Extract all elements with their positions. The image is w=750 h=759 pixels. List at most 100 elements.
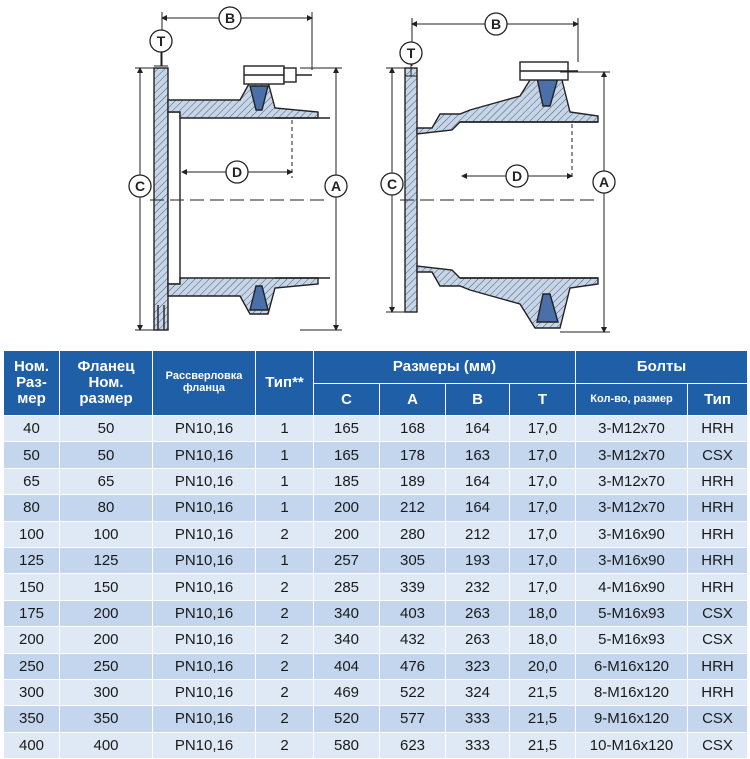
cell-bolt-type: CSX	[686, 599, 749, 628]
header-bolts: Болты	[574, 350, 749, 384]
cell-t: 21,5	[509, 731, 576, 759]
cell-bolt: 3-M12x70	[575, 441, 688, 469]
cell-drilling: PN10,16	[152, 705, 256, 733]
cell-type: 2	[255, 520, 314, 548]
cell-a: 623	[379, 731, 446, 759]
svg-text:D: D	[232, 164, 242, 180]
cell-c: 200	[313, 520, 380, 548]
cell-t: 17,0	[509, 520, 576, 548]
svg-text:T: T	[157, 33, 166, 49]
cell-a: 577	[379, 705, 446, 733]
type-1-dimensions	[135, 12, 342, 331]
cell-nom-size: 125	[3, 546, 60, 575]
cell-flange: 250	[59, 652, 153, 680]
cell-flange: 300	[59, 678, 153, 707]
cell-bolt-type: HRH	[686, 467, 749, 496]
cell-a: 280	[379, 520, 446, 548]
cell-b: 323	[445, 652, 510, 680]
label-d-left: D	[225, 160, 249, 184]
cell-t: 21,5	[509, 705, 576, 733]
label-t-right: T	[399, 41, 423, 65]
cell-bolt: 5-M16x93	[575, 599, 688, 628]
cell-c: 469	[313, 678, 380, 707]
cell-drilling: PN10,16	[152, 494, 256, 522]
cell-b: 232	[445, 573, 510, 601]
label-c-left: C	[128, 174, 152, 198]
cell-b: 333	[445, 705, 510, 733]
cell-bolt-type: HRH	[686, 652, 749, 680]
svg-text:C: C	[135, 178, 145, 194]
cell-c: 285	[313, 573, 380, 601]
cell-bolt-type: HRH	[686, 414, 749, 443]
cell-drilling: PN10,16	[152, 599, 256, 628]
cell-bolt: 6-M16x120	[575, 652, 688, 680]
cell-c: 165	[313, 414, 380, 443]
cell-c: 165	[313, 441, 380, 469]
cell-type: 1	[255, 414, 314, 443]
cell-drilling: PN10,16	[152, 441, 256, 469]
spec-table: Ном. Раз- мер Фланец Ном. размер Рассвер…	[3, 350, 749, 759]
cell-bolt: 3-M12x70	[575, 467, 688, 496]
cell-t: 18,0	[509, 599, 576, 628]
svg-text:A: A	[331, 178, 341, 194]
cell-drilling: PN10,16	[152, 573, 256, 601]
cell-nom-size: 200	[3, 626, 60, 654]
cell-flange: 100	[59, 520, 153, 548]
cell-drilling: PN10,16	[152, 546, 256, 575]
cell-bolt: 3-M16x90	[575, 546, 688, 575]
cell-nom-size: 40	[3, 414, 60, 443]
cell-bolt: 10-M16x120	[575, 731, 688, 759]
cell-c: 520	[313, 705, 380, 733]
cell-bolt: 5-M16x93	[575, 626, 688, 654]
cell-flange: 350	[59, 705, 153, 733]
label-a-left: A	[324, 174, 348, 198]
cell-flange: 80	[59, 494, 153, 522]
cell-c: 200	[313, 494, 380, 522]
cell-nom-size: 150	[3, 573, 60, 601]
label-b-right: B	[484, 12, 508, 36]
cell-a: 432	[379, 626, 446, 654]
cell-bolt: 4-M16x90	[575, 573, 688, 601]
cell-bolt-type: CSX	[686, 731, 749, 759]
cell-b: 263	[445, 599, 510, 628]
cell-t: 17,0	[509, 414, 576, 443]
cell-flange: 65	[59, 467, 153, 496]
cell-t: 17,0	[509, 573, 576, 601]
cell-drilling: PN10,16	[152, 520, 256, 548]
cell-bolt-type: HRH	[686, 494, 749, 522]
cell-c: 340	[313, 626, 380, 654]
svg-text:A: A	[599, 174, 609, 190]
cell-b: 163	[445, 441, 510, 469]
cell-bolt-type: HRH	[686, 678, 749, 707]
cell-drilling: PN10,16	[152, 467, 256, 496]
header-dimensions: Размеры (мм)	[313, 350, 576, 384]
header-bolt-type: Тип	[686, 383, 749, 416]
label-a-right: A	[592, 170, 616, 194]
cell-nom-size: 175	[3, 599, 60, 628]
cell-nom-size: 300	[3, 678, 60, 707]
cell-flange: 200	[59, 626, 153, 654]
cell-c: 404	[313, 652, 380, 680]
cell-c: 580	[313, 731, 380, 759]
cell-bolt-type: HRH	[686, 573, 749, 601]
cell-bolt: 3-M16x90	[575, 520, 688, 548]
cell-bolt: 3-M12x70	[575, 494, 688, 522]
label-t-left: T	[149, 29, 173, 53]
cell-flange: 200	[59, 599, 153, 628]
cell-b: 164	[445, 414, 510, 443]
type-1-view	[150, 65, 330, 331]
cell-flange: 125	[59, 546, 153, 575]
header-t: T	[509, 383, 576, 416]
cell-drilling: PN10,16	[152, 731, 256, 759]
cell-flange: 150	[59, 573, 153, 601]
svg-text:C: C	[387, 176, 397, 192]
cell-b: 164	[445, 494, 510, 522]
label-c-right: C	[380, 172, 404, 196]
